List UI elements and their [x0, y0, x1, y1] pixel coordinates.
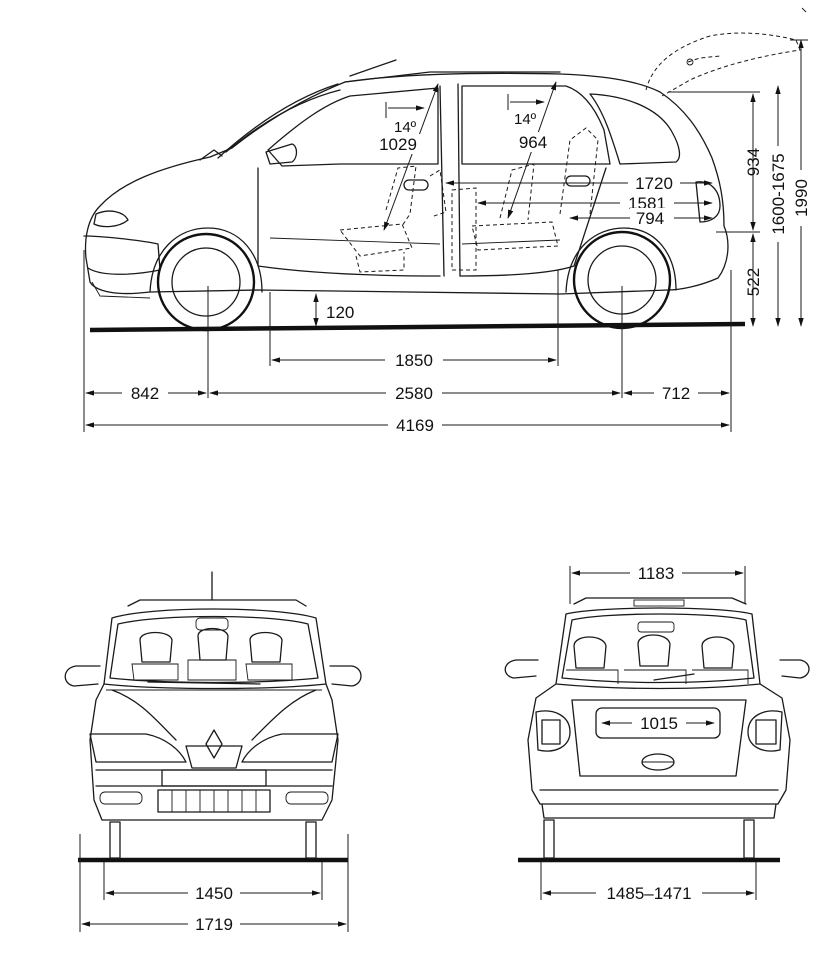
front-seat-angle: 14º — [394, 119, 417, 136]
dim-front-headroom: 1029 — [379, 135, 417, 154]
front-view: 1450 1719 — [64, 571, 362, 934]
dim-cargo-length-max: 1720 — [635, 174, 673, 193]
dim-ground-clearance: 120 — [326, 303, 354, 322]
front-right-mirror — [329, 665, 362, 687]
corner-mark — [801, 7, 807, 13]
rear-seat-angle: 14º — [514, 111, 537, 128]
dim-front-track: 1450 — [195, 884, 233, 903]
quarter-window — [589, 93, 681, 165]
rear-window — [555, 607, 761, 690]
dim-rear-overhang: 712 — [662, 384, 690, 403]
dim-overall-length: 4169 — [396, 416, 434, 435]
side-view: 1850 842 2580 712 4169 120 14º 1029 14º … — [83, 32, 811, 435]
dim-height-range: 1600-1675 — [769, 153, 788, 234]
dim-rear-window-height: 934 — [744, 148, 763, 176]
dim-tailgate-opening-width: 1183 — [638, 564, 675, 583]
dim-wheelbase: 2580 — [395, 384, 433, 403]
open-tailgate — [645, 32, 801, 97]
front-left-headlight — [89, 733, 187, 763]
dim-load-width: 1015 — [640, 714, 678, 733]
side-mirror — [265, 143, 298, 165]
dim-height-tailgate-open: 1990 — [792, 179, 811, 217]
dim-front-overhang: 842 — [131, 384, 159, 403]
dim-sill-height: 522 — [744, 268, 763, 296]
front-left-mirror — [64, 665, 101, 687]
side-body-outline — [84, 72, 729, 295]
brand-logo — [205, 729, 223, 759]
dim-rear-track: 1485–1471 — [606, 884, 691, 903]
dim-overall-width: 1719 — [195, 915, 233, 934]
rear-side-window — [461, 85, 611, 165]
rear-left-lamp — [535, 710, 571, 752]
front-wheel — [156, 232, 256, 332]
dim-rear-headroom: 964 — [519, 133, 547, 152]
dim-interior-length: 1850 — [395, 351, 433, 370]
rear-view: 1183 1015 1485–1471 — [504, 563, 810, 903]
rear-right-lamp — [747, 710, 783, 752]
dim-cargo-length-min: 794 — [636, 209, 664, 228]
rear-body — [527, 683, 791, 805]
front-right-headlight — [241, 733, 339, 763]
front-body — [89, 683, 339, 821]
